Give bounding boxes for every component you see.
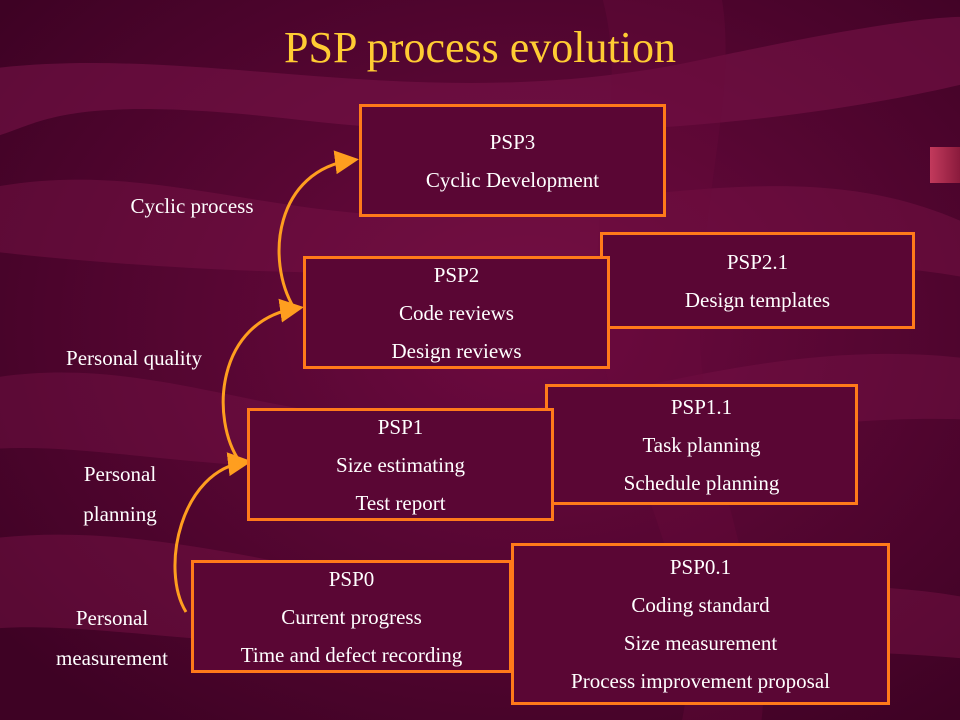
stage-psp0-1-item: Process improvement proposal <box>571 669 830 693</box>
stage-psp3-item: Cyclic Development <box>425 167 600 192</box>
stage-box-psp0: PSP0 Current progress Time and defect re… <box>191 560 512 673</box>
stage-box-psp2: PSP2 Code reviews Design reviews <box>303 256 610 369</box>
stage-psp2-item: Design reviews <box>391 338 522 363</box>
stage-psp1-item: Size estimating <box>336 452 465 477</box>
level-label-measurement: Personal measurement <box>22 598 202 678</box>
page-title: PSP process evolution <box>284 23 676 72</box>
stage-psp2-1-name: PSP2.1 <box>726 249 789 274</box>
stage-box-psp1-1: PSP1.1 Task planning Schedule planning <box>545 384 858 505</box>
stage-psp2-item: Code reviews <box>399 300 514 325</box>
stage-psp1-1-name: PSP1.1 <box>670 394 733 419</box>
stage-psp1-item: Test report <box>355 490 446 515</box>
stage-psp0-1-item: Coding standard <box>631 593 770 617</box>
level-label-text: Personal quality <box>66 346 202 370</box>
stage-box-psp3: PSP3 Cyclic Development <box>359 104 666 217</box>
stage-box-psp1: PSP1 Size estimating Test report <box>247 408 554 521</box>
level-label-text: Cyclic process <box>130 194 254 218</box>
decorative-tab <box>930 147 960 183</box>
level-label-text: Personal <box>83 462 157 486</box>
level-label-text: Personal <box>75 606 149 630</box>
stage-psp0-name: PSP0 <box>328 566 375 591</box>
stage-psp2-name: PSP2 <box>433 262 480 287</box>
stage-psp1-1-item: Schedule planning <box>623 470 780 495</box>
level-label-text: planning <box>83 502 157 526</box>
stage-box-psp2-1: PSP2.1 Design templates <box>600 232 915 329</box>
level-label-planning: Personal planning <box>40 454 200 534</box>
level-label-text: measurement <box>56 646 168 670</box>
stage-psp0-1-item: Size measurement <box>623 631 778 655</box>
stage-psp0-item: Current progress <box>281 604 422 629</box>
stage-psp2-1-item: Design templates <box>684 287 831 312</box>
stage-psp3-name: PSP3 <box>489 129 536 154</box>
level-label-quality: Personal quality <box>34 338 234 378</box>
stage-psp0-item: Time and defect recording <box>240 642 463 667</box>
stage-psp0-1-name: PSP0.1 <box>669 555 732 579</box>
stage-psp1-name: PSP1 <box>377 414 424 439</box>
level-label-cyclic: Cyclic process <box>92 186 292 226</box>
stage-psp1-1-item: Task planning <box>642 432 761 457</box>
stage-box-psp0-1: PSP0.1 Coding standard Size measurement … <box>511 543 890 705</box>
